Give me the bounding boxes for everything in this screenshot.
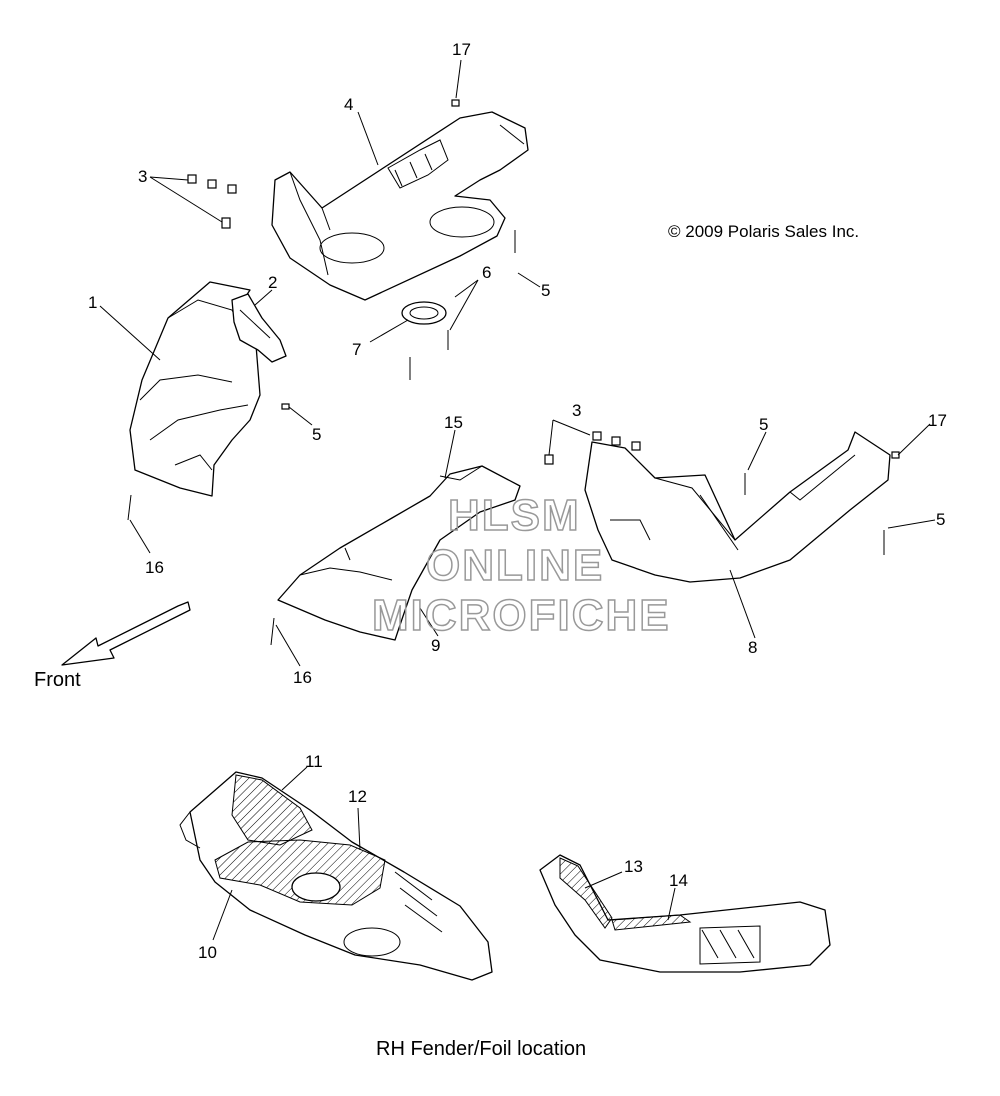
- part-4-upper-panel[interactable]: [271, 111, 529, 301]
- copyright-text: © 2009 Polaris Sales Inc.: [668, 222, 859, 241]
- watermark: HLSM ONLINE MICROFICHE: [371, 490, 671, 641]
- callout-5-right: 5: [936, 510, 945, 529]
- hardware-fasteners: [127, 99, 900, 646]
- part-9-front-foil[interactable]: [277, 465, 521, 641]
- front-arrow: Front: [34, 601, 191, 691]
- callout-labels: 17 4 3 2 1 6 5 7 5 16 15 3 5 17 5 9 8 16…: [88, 40, 947, 962]
- part-8-right-fender[interactable]: [584, 431, 891, 583]
- svg-text:MICROFICHE: MICROFICHE: [372, 591, 671, 640]
- callout-1: 1: [88, 293, 97, 312]
- callout-3-mid: 3: [572, 401, 581, 420]
- callout-5-top: 5: [541, 281, 550, 300]
- callout-10: 10: [198, 943, 217, 962]
- front-label: Front: [34, 669, 81, 691]
- callout-3-top: 3: [138, 167, 147, 186]
- part-2-bracket[interactable]: [231, 293, 287, 363]
- svg-text:HLSM: HLSM: [448, 491, 581, 540]
- callout-16-left: 16: [145, 558, 164, 577]
- callout-5-mid: 5: [759, 415, 768, 434]
- callout-13: 13: [624, 857, 643, 876]
- callout-4: 4: [344, 95, 353, 114]
- callout-2: 2: [268, 273, 277, 292]
- svg-text:ONLINE: ONLINE: [426, 541, 604, 590]
- callout-5-left: 5: [312, 425, 321, 444]
- callout-7: 7: [352, 340, 361, 359]
- callout-16-mid: 16: [293, 668, 312, 687]
- callout-14: 14: [669, 871, 688, 890]
- callout-8: 8: [748, 638, 757, 657]
- callout-17-right: 17: [928, 411, 947, 430]
- part-13-lower-right-foil[interactable]: [539, 854, 831, 973]
- part-10-lower-left-foil[interactable]: [179, 771, 493, 981]
- callout-11: 11: [305, 752, 323, 771]
- callout-6: 6: [482, 263, 491, 282]
- callout-9: 9: [431, 636, 440, 655]
- callout-15: 15: [444, 413, 463, 432]
- callout-12: 12: [348, 787, 367, 806]
- caption: RH Fender/Foil location: [376, 1038, 586, 1060]
- callout-17-top: 17: [452, 40, 471, 59]
- part-7-grommet[interactable]: [401, 301, 447, 325]
- leader-lines: [99, 59, 936, 941]
